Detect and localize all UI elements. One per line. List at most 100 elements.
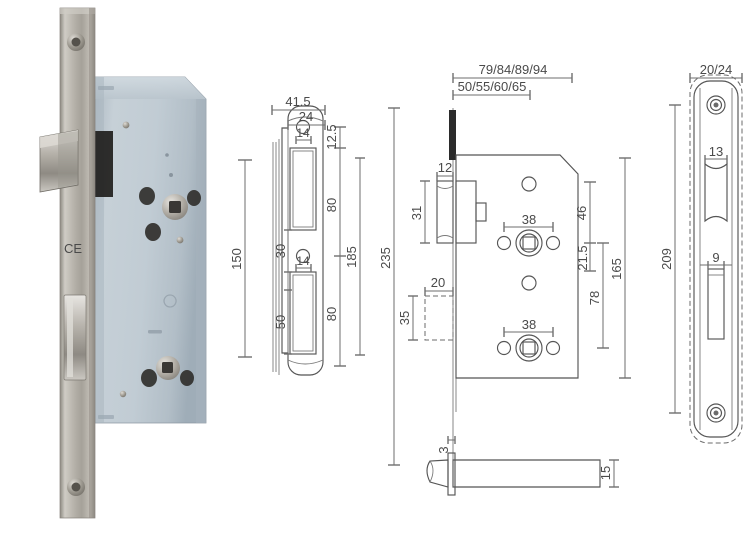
dim-label-38-upper: 38 bbox=[522, 212, 536, 227]
dim-label-backset-outer: 79/84/89/94 bbox=[479, 62, 548, 77]
dim-15: 15 bbox=[598, 459, 619, 488]
dim-20: 20 bbox=[424, 275, 454, 296]
faceplate-slot-upper bbox=[289, 147, 317, 231]
dim-label-21-5: 21.5 bbox=[575, 245, 590, 270]
dim-38-lower: 38 bbox=[503, 317, 554, 337]
spindle-group-upper bbox=[496, 176, 561, 291]
cylinder-hole-upper-left bbox=[496, 235, 512, 251]
case-hole bbox=[187, 190, 201, 206]
deadbolt-tongue bbox=[449, 110, 456, 160]
faceplate-detail-view: 41.5 24 14 14 30 bbox=[271, 94, 365, 376]
lock-case-photo bbox=[94, 76, 207, 424]
case-hole bbox=[180, 370, 194, 386]
deadbolt-photo bbox=[39, 129, 79, 193]
dim-30: 30 bbox=[273, 229, 292, 273]
dim-backset-outer: 79/84/89/94 bbox=[452, 62, 573, 83]
dim-label-38-lower: 38 bbox=[522, 317, 536, 332]
dim-78: 78 bbox=[587, 242, 609, 349]
dim-label-3: 3 bbox=[436, 446, 451, 453]
dim-label-165: 165 bbox=[609, 258, 624, 280]
dim-label-31: 31 bbox=[409, 206, 424, 220]
dim-14-lower: 14 bbox=[295, 254, 312, 272]
dim-label-backset-inner: 50/55/60/65 bbox=[458, 79, 527, 94]
dim-38-upper: 38 bbox=[503, 212, 554, 232]
dim-label-50: 50 bbox=[273, 315, 288, 329]
dim-label-235-case: 235 bbox=[378, 247, 393, 269]
case-hole bbox=[139, 187, 155, 205]
latch-bolt-body bbox=[452, 459, 601, 488]
dim-24: 24 bbox=[287, 109, 326, 130]
dim-label-12-5: 12.5 bbox=[324, 124, 339, 149]
dim-label-185: 185 bbox=[344, 246, 359, 268]
ce-mark-label: CE bbox=[64, 241, 82, 256]
spindle-hole-upper bbox=[515, 229, 543, 257]
cylinder-hole-lower-right bbox=[545, 340, 561, 356]
dim-label-15: 15 bbox=[598, 466, 613, 480]
faceplate-hole-upper bbox=[295, 119, 311, 135]
dim-label-150: 150 bbox=[229, 248, 244, 270]
dim-185: 185 bbox=[344, 157, 365, 356]
dim-label-30: 30 bbox=[273, 244, 288, 258]
case-screw bbox=[119, 390, 127, 398]
cylinder-hole-upper-right bbox=[545, 235, 561, 251]
dim-label-35: 35 bbox=[397, 311, 412, 325]
spindle-square-lower bbox=[162, 362, 173, 373]
strike-screw-bottom bbox=[706, 403, 726, 423]
strike-plate-view: 20/24 13 9 209 bbox=[659, 62, 743, 444]
dim-14-upper: 14 bbox=[295, 126, 312, 144]
lock-case-side-view: 235 12 31 bbox=[378, 62, 631, 466]
dim-50: 50 bbox=[273, 289, 292, 355]
case-hole bbox=[145, 223, 161, 241]
dim-label-14-upper: 14 bbox=[296, 126, 310, 140]
cylinder-hole-lower-left bbox=[496, 340, 512, 356]
dim-235-case: 235 bbox=[378, 107, 400, 466]
strike-aperture-lower bbox=[707, 268, 725, 340]
dim-label-14-lower: 14 bbox=[296, 254, 310, 268]
dim-label-13: 13 bbox=[709, 144, 723, 159]
dim-backset-inner: 50/55/60/65 bbox=[452, 79, 531, 100]
dim-chain-faceplate: 12.5 80 80 bbox=[324, 124, 346, 367]
dim-label-24: 24 bbox=[299, 109, 313, 124]
dim-label-12: 12 bbox=[438, 160, 452, 175]
dim-35: 35 bbox=[397, 295, 418, 341]
latch-bolt-profile-view: 3 15 bbox=[426, 436, 619, 496]
dim-31: 31 bbox=[409, 180, 430, 244]
deadbolt-slot bbox=[95, 131, 113, 197]
dim-label-80-bot: 80 bbox=[324, 307, 339, 321]
deadbolt-throw bbox=[436, 180, 487, 244]
dim-9: 9 bbox=[700, 250, 732, 269]
dim-41-5: 41.5 bbox=[271, 94, 326, 115]
spindle-hole-lower bbox=[515, 334, 543, 362]
dim-label-20-24: 20/24 bbox=[700, 62, 733, 77]
assembled-lock-photo: CE 150 bbox=[39, 7, 252, 519]
case-hole bbox=[141, 369, 157, 387]
spindle-group-lower bbox=[496, 334, 561, 362]
dim-20-24: 20/24 bbox=[689, 62, 743, 83]
dim-label-78: 78 bbox=[587, 291, 602, 305]
dim-label-209: 209 bbox=[659, 248, 674, 270]
dim-209: 209 bbox=[659, 104, 681, 414]
dim-label-20: 20 bbox=[431, 275, 445, 290]
strike-aperture-upper bbox=[704, 162, 728, 223]
case-screw bbox=[176, 236, 184, 244]
dim-21-5: 21.5 bbox=[575, 243, 596, 272]
dim-165: 165 bbox=[609, 157, 631, 379]
strike-screw-top bbox=[706, 95, 726, 115]
dim-3: 3 bbox=[436, 436, 456, 454]
fixing-hole-upper bbox=[521, 176, 537, 192]
dim-label-46: 46 bbox=[574, 206, 589, 220]
case-screw bbox=[122, 121, 130, 129]
faceplate-slot-lower bbox=[289, 271, 317, 355]
dim-13: 13 bbox=[704, 144, 728, 164]
dim-label-9: 9 bbox=[712, 250, 719, 265]
lock-case-outline bbox=[455, 154, 579, 379]
dim-label-80-top: 80 bbox=[324, 198, 339, 212]
faceplate-hole-lower bbox=[295, 248, 311, 264]
dim-label-41-5: 41.5 bbox=[285, 94, 310, 109]
faceplate-photo: CE bbox=[59, 7, 96, 519]
dim-150: 150 bbox=[229, 159, 252, 358]
fixing-hole-upper-2 bbox=[521, 275, 537, 291]
latch-bolt-hidden bbox=[424, 295, 454, 341]
dim-12: 12 bbox=[436, 160, 454, 181]
